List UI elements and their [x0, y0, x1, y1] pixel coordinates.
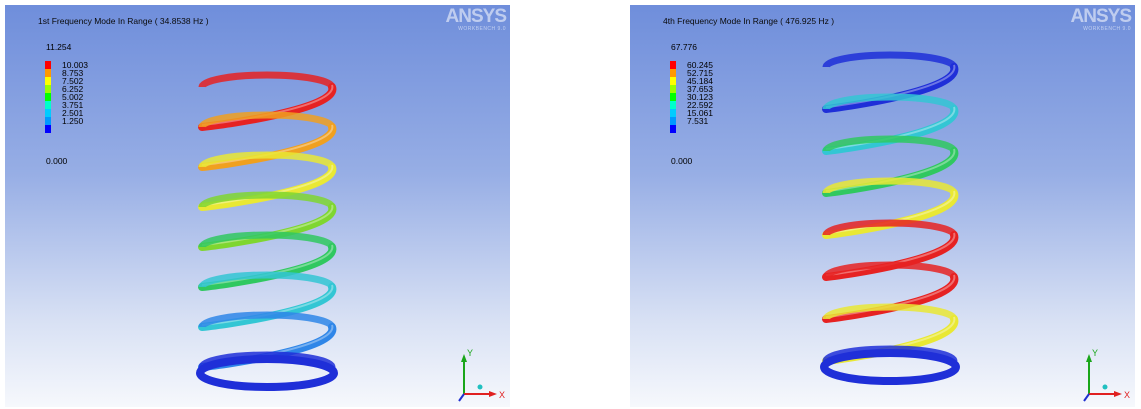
axis-x-label: X: [1124, 390, 1130, 400]
coil-back: [822, 93, 958, 111]
coil-back: [822, 219, 958, 237]
legend-swatch-2: [670, 69, 676, 77]
legend-swatch-1: [670, 61, 676, 69]
brand-sub: WORKBENCH 9.0: [458, 26, 506, 32]
legend-tick: 8.753: [62, 68, 84, 78]
legend-swatch-3: [670, 77, 676, 85]
legend-tick: 60.245: [687, 60, 713, 70]
legend-max: 11.254: [46, 42, 72, 52]
legend-swatch-4: [45, 85, 51, 93]
legend-tick: 2.501: [62, 108, 84, 118]
legend-tick: 6.252: [62, 84, 84, 94]
legend-swatch-9: [670, 125, 676, 133]
coil-back: [822, 135, 958, 153]
legend-swatch-4: [670, 85, 676, 93]
legend-min: 0.000: [46, 156, 68, 166]
legend-swatch-8: [670, 117, 676, 125]
coil-back: [822, 177, 958, 195]
spring-model[interactable]: [630, 5, 1135, 407]
viewport-title: 1st Frequency Mode In Range ( 34.8538 Hz…: [38, 16, 209, 26]
mode-1-viewport[interactable]: 1st Frequency Mode In Range ( 34.8538 Hz…: [5, 5, 510, 407]
legend-swatch-2: [45, 69, 51, 77]
coil-back: [822, 261, 958, 279]
coil-back: [198, 111, 336, 129]
brand-name: ANSYS: [445, 6, 507, 27]
legend-swatch-1: [45, 61, 51, 69]
legend-min: 0.000: [671, 156, 693, 166]
axis-triad[interactable]: Y X: [1078, 346, 1133, 406]
axis-y-label: Y: [1092, 348, 1098, 358]
legend-max: 67.776: [671, 42, 697, 52]
coil-base: [820, 349, 960, 385]
coil-back: [198, 71, 336, 89]
color-legend: 67.776 60.245 52.715 45.184 37.653 30.12…: [663, 39, 753, 179]
legend-tick: 1.250: [62, 116, 84, 126]
legend-tick: 22.592: [687, 100, 713, 110]
coil-back: [198, 271, 336, 289]
legend-tick: 7.531: [687, 116, 709, 126]
legend-tick: 10.003: [62, 60, 88, 70]
legend-swatch-6: [670, 101, 676, 109]
ansys-logo: ANSYS WORKBENCH 9.0: [432, 6, 507, 32]
axis-y-label: Y: [467, 348, 473, 358]
legend-tick: 7.502: [62, 76, 84, 86]
legend-tick: 15.061: [687, 108, 713, 118]
spring-model[interactable]: [5, 5, 510, 407]
coil-back: [198, 311, 336, 329]
legend-swatch-7: [670, 109, 676, 117]
legend-tick: 3.751: [62, 100, 84, 110]
legend-swatch-3: [45, 77, 51, 85]
coil-back: [198, 191, 336, 209]
ansys-logo: ANSYS WORKBENCH 9.0: [1057, 6, 1132, 32]
axis-triad[interactable]: Y X: [453, 346, 508, 406]
legend-swatch-8: [45, 117, 51, 125]
coil-back: [198, 151, 336, 169]
brand-name: ANSYS: [1070, 6, 1132, 27]
legend-tick: 5.002: [62, 92, 84, 102]
legend-tick: 30.123: [687, 92, 713, 102]
legend-swatch-7: [45, 109, 51, 117]
legend-swatch-6: [45, 101, 51, 109]
coil-back: [198, 231, 336, 249]
legend-tick: 37.653: [687, 84, 713, 94]
mode-4-viewport[interactable]: 4th Frequency Mode In Range ( 476.925 Hz…: [630, 5, 1135, 407]
legend-swatch-9: [45, 125, 51, 133]
legend-swatch-5: [670, 93, 676, 101]
legend-tick: 52.715: [687, 68, 713, 78]
legend-swatch-5: [45, 93, 51, 101]
brand-sub: WORKBENCH 9.0: [1083, 26, 1131, 32]
color-legend: 11.254 10.003 8.753 7.502 6.252 5.002 3.…: [38, 39, 128, 179]
axis-x-label: X: [499, 390, 505, 400]
coil-back: [822, 303, 958, 321]
legend-tick: 45.184: [687, 76, 713, 86]
coil-back: [822, 51, 958, 69]
viewport-title: 4th Frequency Mode In Range ( 476.925 Hz…: [663, 16, 835, 26]
coil-base: [196, 355, 338, 391]
